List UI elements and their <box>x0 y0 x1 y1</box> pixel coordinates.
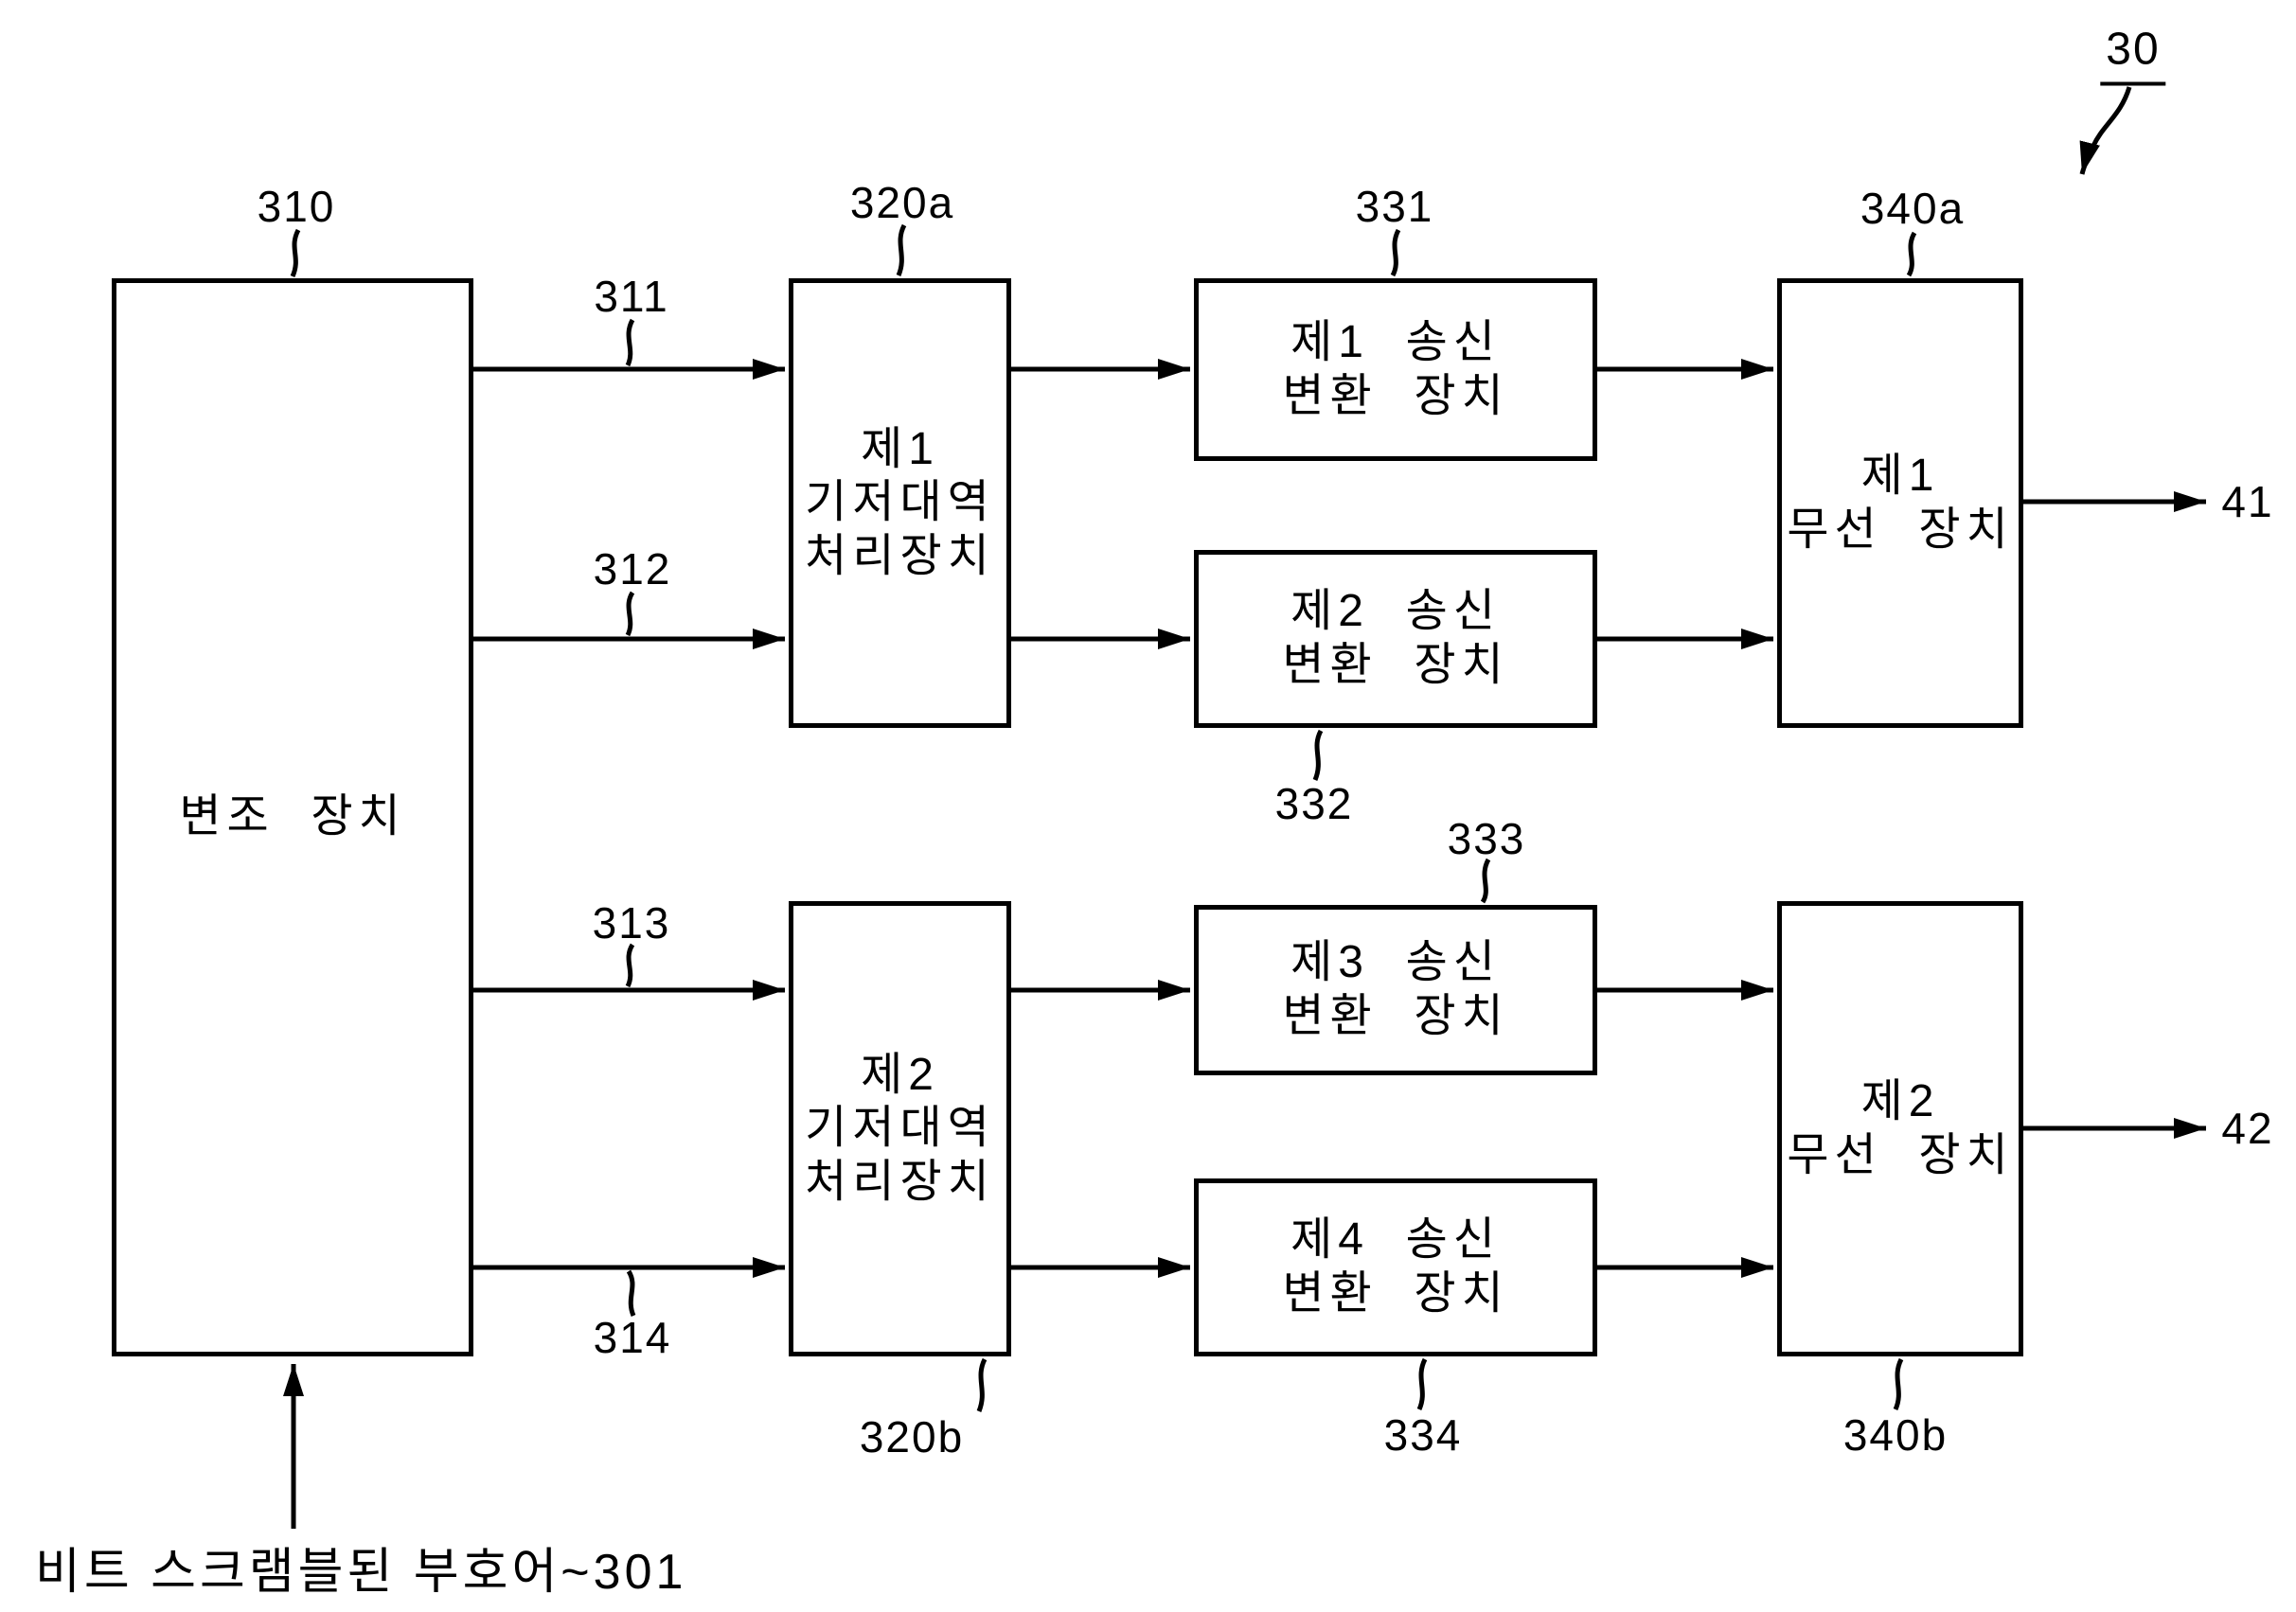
block-tx-converter-1-label: 제1 송신 변환 장치 <box>1282 316 1509 421</box>
block-baseband-2: 제2 기저대역 처리장치 <box>789 901 1011 1356</box>
leader-340b <box>1893 1357 1904 1411</box>
ref-331: 331 <box>1355 182 1434 231</box>
block-baseband-1: 제1 기저대역 처리장치 <box>789 278 1011 728</box>
block-radio-1-label: 제1 무선 장치 <box>1787 450 2014 555</box>
block-baseband-1-label: 제1 기저대역 처리장치 <box>805 423 995 581</box>
ref-340b: 340b <box>1842 1410 1949 1460</box>
ref-333: 333 <box>1447 814 1526 863</box>
leader-310 <box>290 228 301 278</box>
leader-333 <box>1480 858 1491 904</box>
block-tx-converter-4-label: 제4 송신 변환 장치 <box>1282 1214 1509 1319</box>
ref-313: 313 <box>592 898 671 948</box>
figure-ref-number: 30 <box>2100 24 2166 86</box>
ref-340a: 340a <box>1860 184 1966 233</box>
block-tx-converter-2-label: 제2 송신 변환 장치 <box>1282 586 1509 690</box>
leader-320a <box>896 223 907 276</box>
leader-320b <box>976 1357 988 1412</box>
ref-output-42: 42 <box>2221 1104 2274 1153</box>
ref-320a: 320a <box>849 178 955 227</box>
ref-311: 311 <box>594 272 669 321</box>
block-radio-1: 제1 무선 장치 <box>1777 278 2023 728</box>
figure-ref-arrow <box>2079 86 2132 175</box>
block-tx-converter-3-label: 제3 송신 변환 장치 <box>1282 937 1509 1041</box>
block-tx-converter-1: 제1 송신 변환 장치 <box>1194 278 1597 461</box>
block-tx-converter-3: 제3 송신 변환 장치 <box>1194 905 1597 1075</box>
ref-312: 312 <box>593 544 672 593</box>
leader-313 <box>625 943 635 988</box>
ref-314: 314 <box>593 1313 672 1362</box>
block-radio-2: 제2 무선 장치 <box>1777 901 2023 1356</box>
leader-312 <box>625 591 635 637</box>
block-radio-2-label: 제2 무선 장치 <box>1787 1075 2014 1180</box>
block-tx-converter-4: 제4 송신 변환 장치 <box>1194 1178 1597 1356</box>
ref-332: 332 <box>1274 779 1354 828</box>
leader-340a <box>1906 231 1917 277</box>
ref-310: 310 <box>257 182 336 231</box>
ref-320b: 320b <box>859 1412 965 1461</box>
leader-lines <box>290 223 1917 1412</box>
leader-332 <box>1312 729 1324 781</box>
block-tx-converter-2: 제2 송신 변환 장치 <box>1194 550 1597 728</box>
leader-331 <box>1390 228 1401 277</box>
block-modulator: 변조 장치 <box>112 278 473 1356</box>
ref-334: 334 <box>1383 1410 1463 1460</box>
ref-output-41: 41 <box>2221 477 2274 526</box>
leader-314 <box>626 1269 636 1317</box>
leader-311 <box>625 318 635 367</box>
figure-ref-label: 30 <box>2100 24 2166 86</box>
input-caption: 비트 스크램블된 부호어~301 <box>35 1545 687 1600</box>
block-modulator-label: 변조 장치 <box>179 791 406 842</box>
block-baseband-2-label: 제2 기저대역 처리장치 <box>805 1049 995 1207</box>
leader-334 <box>1416 1357 1428 1411</box>
